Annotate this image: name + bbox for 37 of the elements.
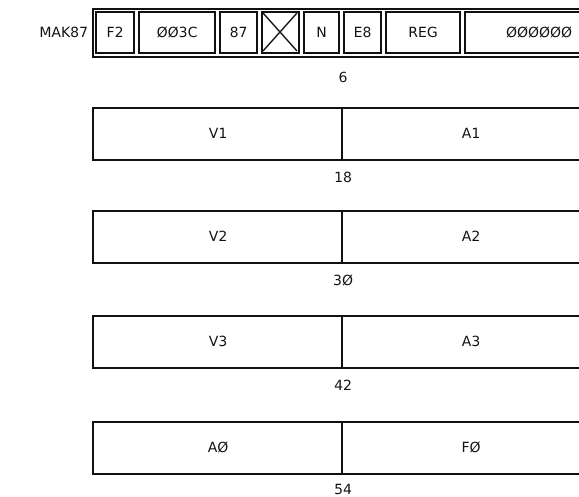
offset-number: 54 <box>334 482 352 497</box>
field-box <box>385 11 461 54</box>
field-name: N <box>315 24 328 40</box>
field-box <box>92 210 344 264</box>
field-name: ØØ3C <box>156 24 198 40</box>
offset-number: 18 <box>334 170 352 186</box>
field-box <box>219 11 258 54</box>
field-name: A1 <box>460 126 482 142</box>
record-name: MAK87 <box>39 25 88 41</box>
field-box <box>464 11 579 54</box>
field-name: A3 <box>460 334 482 350</box>
field-name: E8 <box>352 24 372 40</box>
field-box <box>92 421 344 475</box>
offset-number: 3Ø <box>333 273 353 289</box>
field-name: F2 <box>106 24 124 40</box>
field-box <box>341 315 579 369</box>
field-name: V1 <box>208 126 228 142</box>
field-name: AØ <box>206 440 230 456</box>
field-name: ØØØØØØ <box>504 24 574 40</box>
crossed-out-box <box>261 11 300 54</box>
field-box <box>92 107 344 161</box>
field-box <box>303 11 340 54</box>
field-box <box>341 107 579 161</box>
field-box <box>341 421 579 475</box>
field-name: 87 <box>228 24 248 40</box>
field-box <box>343 11 382 54</box>
field-box <box>138 11 216 54</box>
offset-number: 42 <box>334 378 352 394</box>
field-box <box>95 11 135 54</box>
field-name: V2 <box>208 229 228 245</box>
field-name: V3 <box>208 334 228 350</box>
field-name: REG <box>407 24 439 40</box>
field-box <box>92 315 344 369</box>
field-name: A2 <box>460 229 482 245</box>
field-box <box>341 210 579 264</box>
offset-number: 6 <box>338 70 348 86</box>
field-name: FØ <box>460 440 482 456</box>
